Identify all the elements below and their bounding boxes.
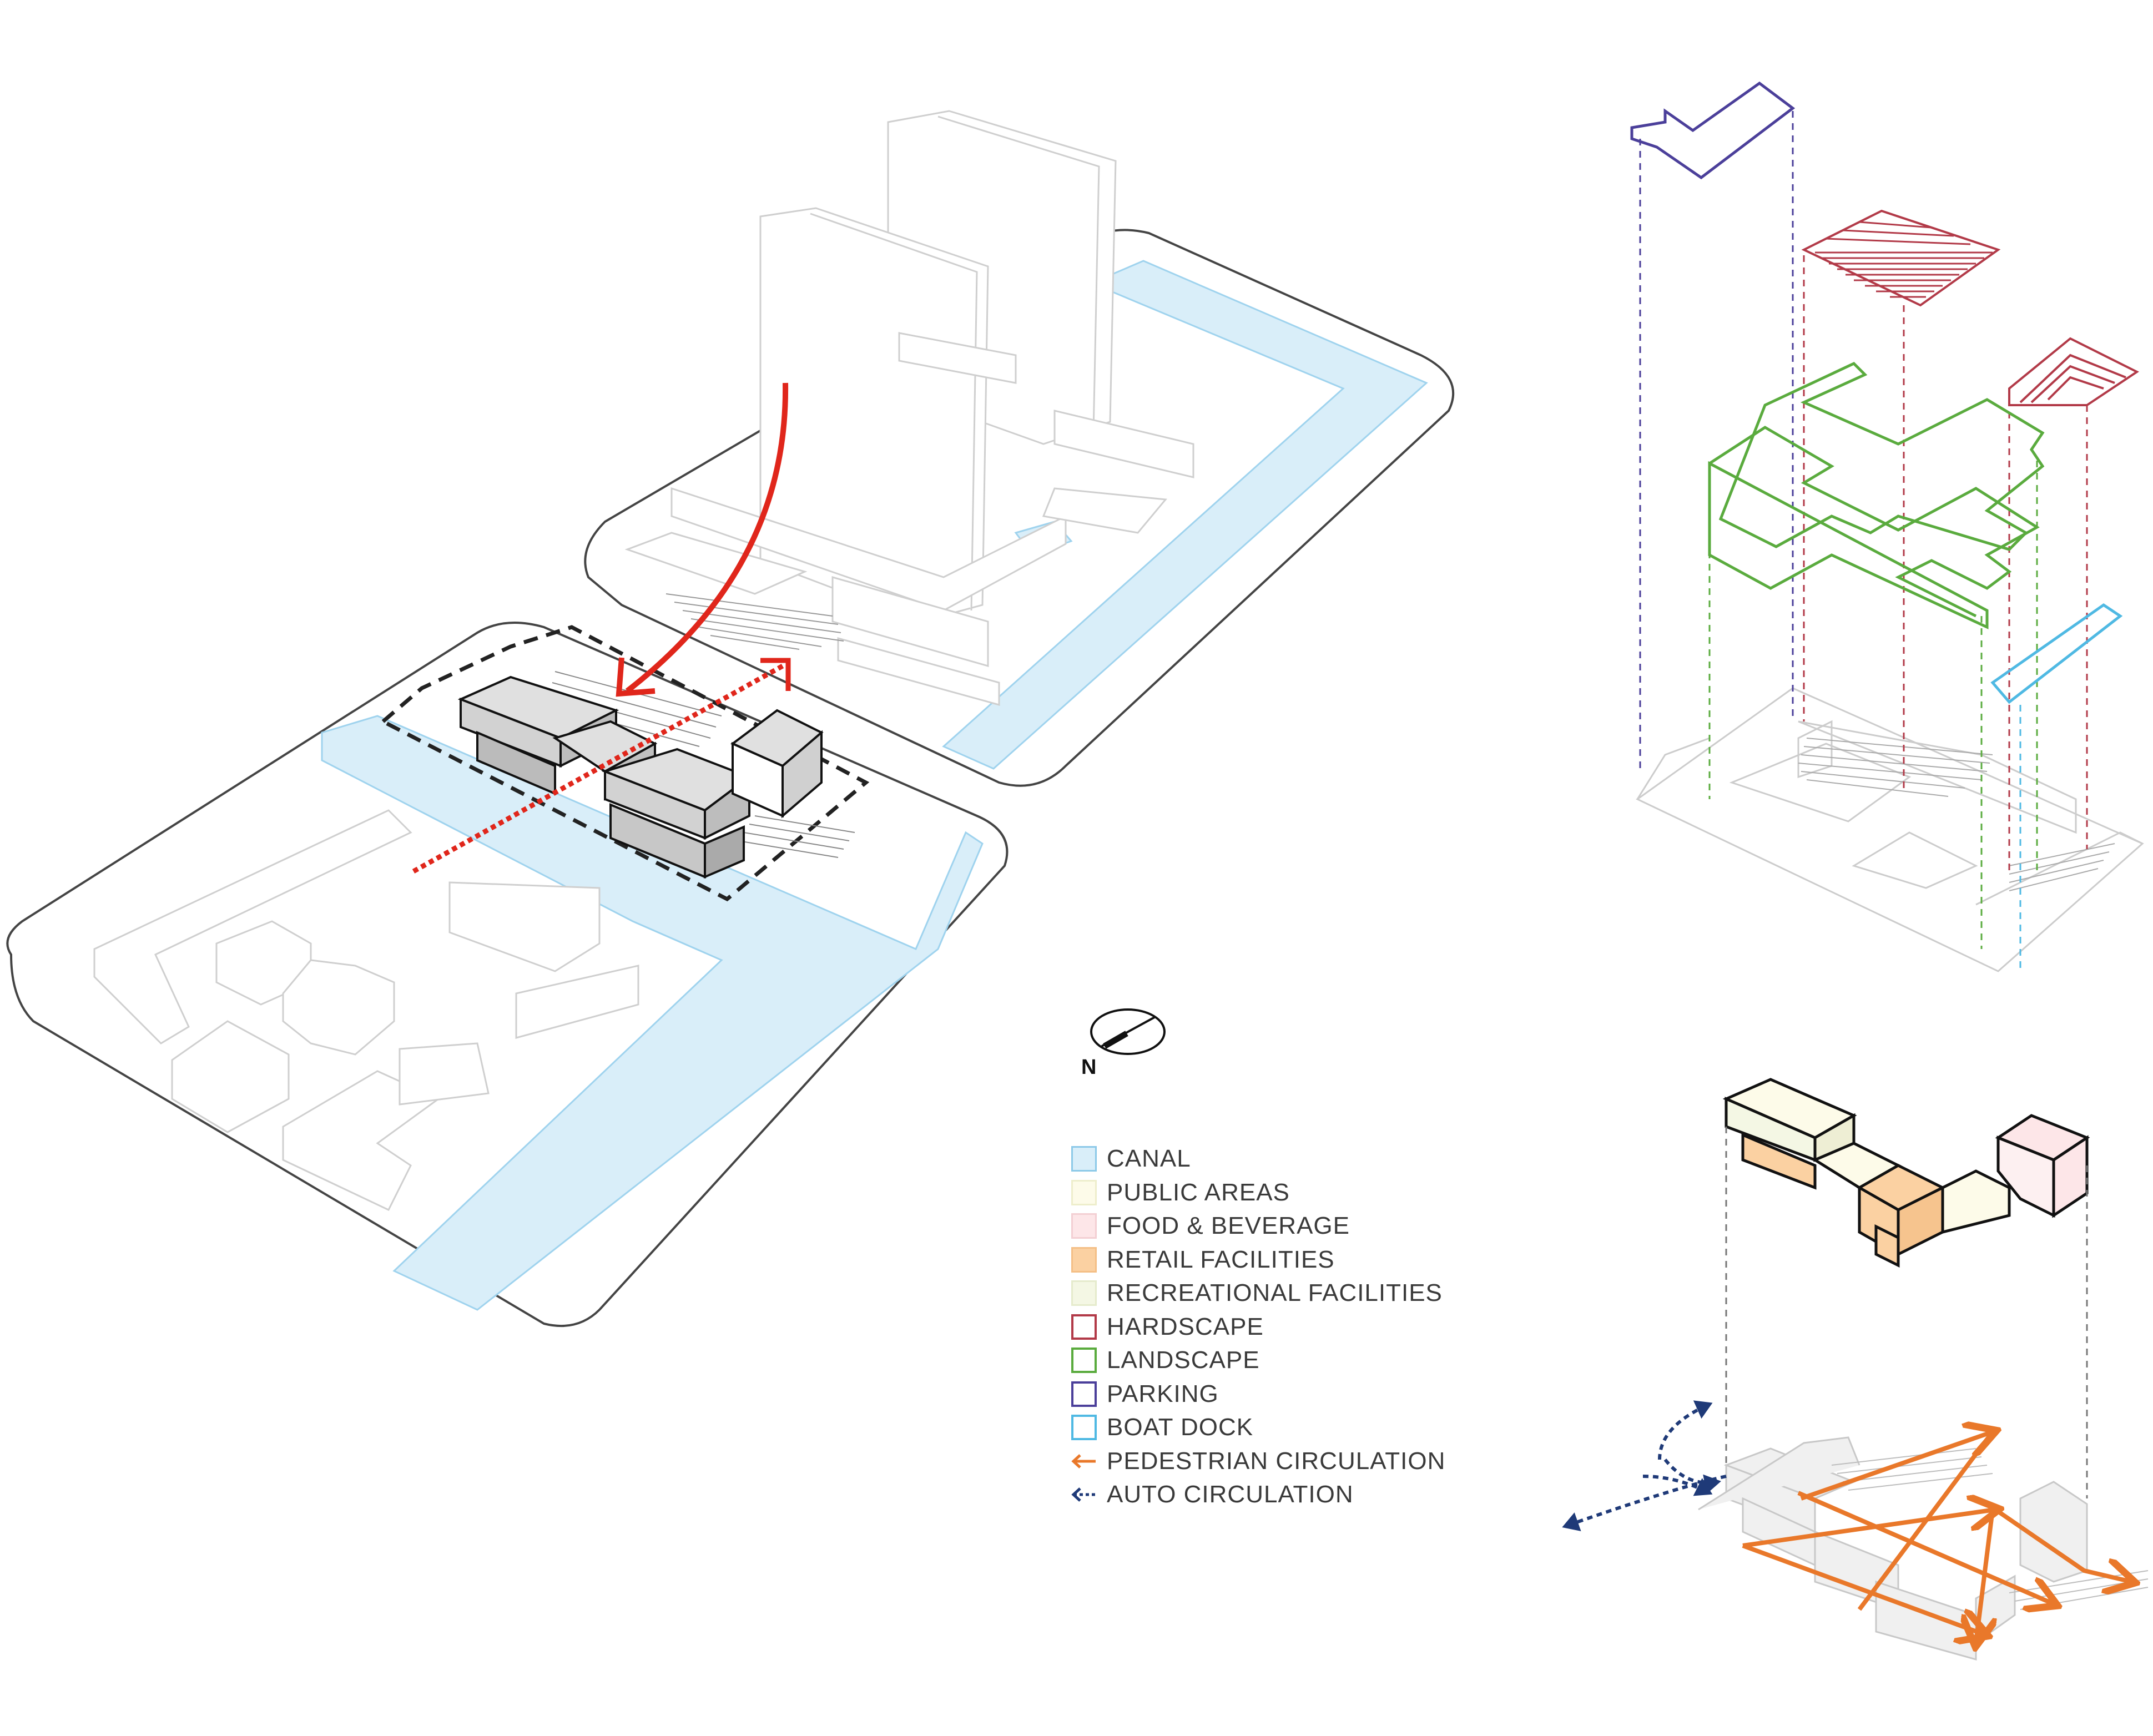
proposed-building-masses	[457, 675, 824, 879]
auto-circulation	[1562, 1400, 1727, 1532]
legend-swatch-recreational	[1071, 1280, 1097, 1306]
legend-item-canal: CANAL	[1071, 1142, 1571, 1176]
legend-item-fnb: FOOD & BEVERAGE	[1071, 1209, 1571, 1243]
south-context-buildings	[93, 809, 639, 1211]
legend-swatch-fnb	[1071, 1213, 1097, 1239]
legend-item-public: PUBLIC AREAS	[1071, 1176, 1571, 1210]
base-plan-hatch	[1798, 738, 2115, 891]
legend-swatch-retail	[1071, 1247, 1097, 1273]
landscape-layer-outline	[1708, 426, 2040, 618]
legend-item-auto: AUTO CIRCULATION	[1071, 1478, 1571, 1512]
legend-label-retail: RETAIL FACILITIES	[1107, 1245, 1335, 1273]
base-plan	[1636, 687, 2144, 972]
north-block-outline	[584, 229, 1455, 787]
parking-projection-lines	[1639, 111, 1794, 771]
hardscape-projection-lines	[1803, 255, 1905, 794]
north-label: N	[1081, 1056, 1096, 1079]
boat-dock-layer	[1990, 603, 2123, 704]
north-compass: N	[1081, 1008, 1166, 1079]
legend-item-hardscape: HARDSCAPE	[1071, 1310, 1571, 1344]
ghost-base-massing	[1698, 1436, 2088, 1661]
legend-swatch-parking	[1071, 1381, 1097, 1407]
legend-item-dock: BOAT DOCK	[1071, 1411, 1571, 1445]
hardscape-layer-main	[1801, 209, 2001, 307]
site-context-axonometric	[6, 110, 1455, 1328]
legend-label-landscape: LANDSCAPE	[1107, 1346, 1260, 1374]
legend-label-dock: BOAT DOCK	[1107, 1414, 1254, 1441]
hardscape-layer-dock	[2008, 337, 2139, 406]
legend-label-fnb: FOOD & BEVERAGE	[1107, 1212, 1350, 1240]
parking-layer	[1630, 81, 1796, 180]
legend-swatch-dock	[1071, 1415, 1097, 1441]
legend-label-canal: CANAL	[1107, 1145, 1191, 1173]
legend-item-retail: RETAIL FACILITIES	[1071, 1243, 1571, 1277]
program-axonometric	[1562, 1078, 2149, 1661]
legend-item-pedestrian: PEDESTRIAN CIRCULATION	[1071, 1445, 1571, 1478]
program-projection-lines	[1725, 1127, 2088, 1498]
approach-arrow-head	[616, 657, 656, 697]
approach-arrow	[625, 382, 789, 693]
legend-label-hardscape: HARDSCAPE	[1107, 1313, 1264, 1340]
context-towers	[624, 110, 1194, 706]
legend-item-recreational: RECREATIONAL FACILITIES	[1071, 1276, 1571, 1310]
legend-label-parking: PARKING	[1107, 1380, 1219, 1407]
axis-arrow-head	[760, 658, 791, 691]
north-plaza-hatch	[665, 593, 844, 650]
north-canal	[942, 260, 1428, 770]
legend-label-recreational: RECREATIONAL FACILITIES	[1107, 1279, 1443, 1307]
landscape-projection-lines	[1708, 461, 2038, 949]
program-massing	[1722, 1078, 2090, 1268]
pedestrian-circulation	[1742, 1432, 2131, 1643]
legend-label-auto: AUTO CIRCULATION	[1107, 1481, 1354, 1508]
legend-swatch-public	[1071, 1179, 1097, 1205]
legend-swatch-landscape	[1071, 1348, 1097, 1374]
legend: CANAL PUBLIC AREAS FOOD & BEVERAGE RETAIL F…	[1071, 1142, 1571, 1512]
south-block-outline	[6, 622, 1009, 1328]
exploded-layers-axonometric	[1630, 81, 2144, 972]
landscape-layer	[1708, 361, 2045, 629]
hardscape-dock-projection-lines	[2008, 400, 2088, 871]
legend-item-landscape: LANDSCAPE	[1071, 1344, 1571, 1377]
legend-swatch-hardscape	[1071, 1314, 1097, 1340]
legend-swatch-canal	[1071, 1146, 1097, 1172]
project-boundary-dashed	[381, 625, 870, 902]
legend-label-pedestrian: PEDESTRIAN CIRCULATION	[1107, 1447, 1446, 1475]
legend-swatch-pedestrian	[1071, 1449, 1097, 1474]
legend-label-public: PUBLIC AREAS	[1107, 1178, 1290, 1206]
legend-item-parking: PARKING	[1071, 1377, 1571, 1411]
legend-swatch-auto	[1071, 1482, 1097, 1507]
